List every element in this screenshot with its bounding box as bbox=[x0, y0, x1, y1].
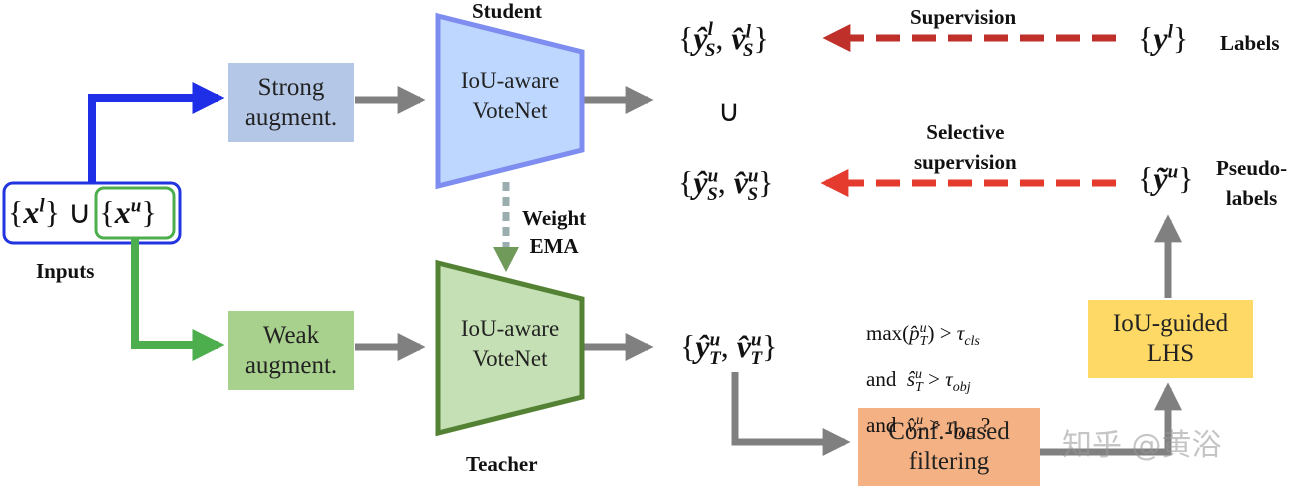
iou-lhs-box: IoU-guided LHS bbox=[1088, 300, 1253, 378]
labels-label: Labels bbox=[1220, 31, 1280, 55]
conf-filter-box: Conf.-based filtering bbox=[858, 408, 1040, 486]
inputs-set-expression: {xl} ∪ {xu} bbox=[8, 194, 157, 230]
condition-iou: and v̂uT > τIoU ? bbox=[866, 413, 991, 442]
student-network bbox=[435, 12, 585, 190]
watermark: 知乎 @黄浴 bbox=[1062, 428, 1222, 463]
teacher-preds: {ŷuT, v̂uT} bbox=[680, 328, 778, 370]
student-network-label: IoU-aware VoteNet bbox=[460, 68, 560, 123]
teacher-network-label: IoU-aware VoteNet bbox=[460, 316, 560, 371]
student-label: Student bbox=[472, 0, 543, 23]
supervision-label: Supervision bbox=[910, 5, 1017, 29]
pseudo-labels-set: {ỹu} bbox=[1138, 160, 1194, 196]
weight-ema-arrowhead bbox=[493, 247, 519, 272]
strong-augment-box: Strong augment. bbox=[228, 63, 354, 142]
teacher-label: Teacher bbox=[466, 452, 538, 476]
weak-augment-box: Weak augment. bbox=[228, 311, 354, 390]
inputs-label: Inputs bbox=[36, 259, 95, 283]
student-unlabeled-preds: {ŷuS, v̂uS} bbox=[678, 164, 774, 206]
labeled-flow-arrow bbox=[88, 82, 225, 183]
ground-truth-labels: {yl} bbox=[1138, 20, 1189, 56]
student-labeled-preds: {ŷlS, v̂lS} bbox=[678, 19, 769, 62]
weight-ema-label: Weight EMA bbox=[522, 206, 587, 258]
union-symbol: ∪ bbox=[718, 95, 740, 128]
condition-cls: max(p̂uT) > τcls bbox=[866, 321, 980, 350]
pseudo-labels-label: Pseudo- labels bbox=[1216, 156, 1288, 210]
unlabeled-flow-arrow bbox=[131, 238, 225, 361]
condition-obj: and ŝuT > τobj bbox=[866, 367, 971, 396]
teacher-network bbox=[435, 259, 585, 437]
filter-to-lhs-arrow bbox=[1040, 382, 1182, 456]
selective-supervision-label: Selective supervision bbox=[914, 120, 1017, 174]
teacher-preds-to-filter-arrow bbox=[731, 372, 851, 456]
filter-conditions: max(p̂uT) > τcls and ŝuT > τobj and v̂uT… bbox=[866, 312, 990, 451]
